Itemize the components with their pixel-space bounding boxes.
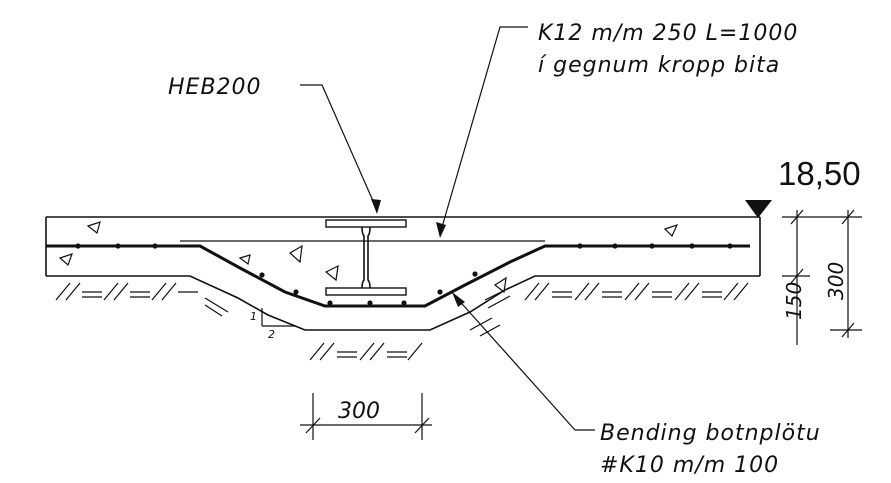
bar-top-label-1: K12 m/m 250 L=1000 — [538, 21, 798, 46]
dimension-bottom — [300, 393, 432, 440]
leader-lines — [300, 26, 595, 431]
bend-label-2: #K10 m/m 100 — [600, 453, 779, 478]
slope-h-label: 2 — [268, 328, 275, 341]
slope-v-label: 1 — [250, 310, 257, 323]
dimension-right — [782, 209, 862, 345]
bend-label-1: Bending botnplötu — [600, 421, 821, 446]
elevation-marker — [745, 200, 772, 218]
slab-outline — [45, 216, 761, 331]
elevation-label: 18,50 — [778, 155, 861, 192]
slope-indicator: 1 2 — [250, 308, 296, 341]
dim-slab-label: 150 — [782, 282, 806, 320]
rebar-dots — [75, 243, 733, 306]
concrete-aggregate — [58, 221, 679, 294]
dim-bottom-label: 300 — [338, 399, 380, 424]
top-rebar — [46, 244, 750, 308]
ground-hatch — [55, 282, 749, 361]
dim-total-label: 300 — [824, 262, 848, 300]
bar-top-label-2: í gegnum kropp bita — [538, 53, 780, 78]
beam-label: HEB200 — [168, 75, 262, 100]
heb200-beam — [325, 219, 407, 296]
